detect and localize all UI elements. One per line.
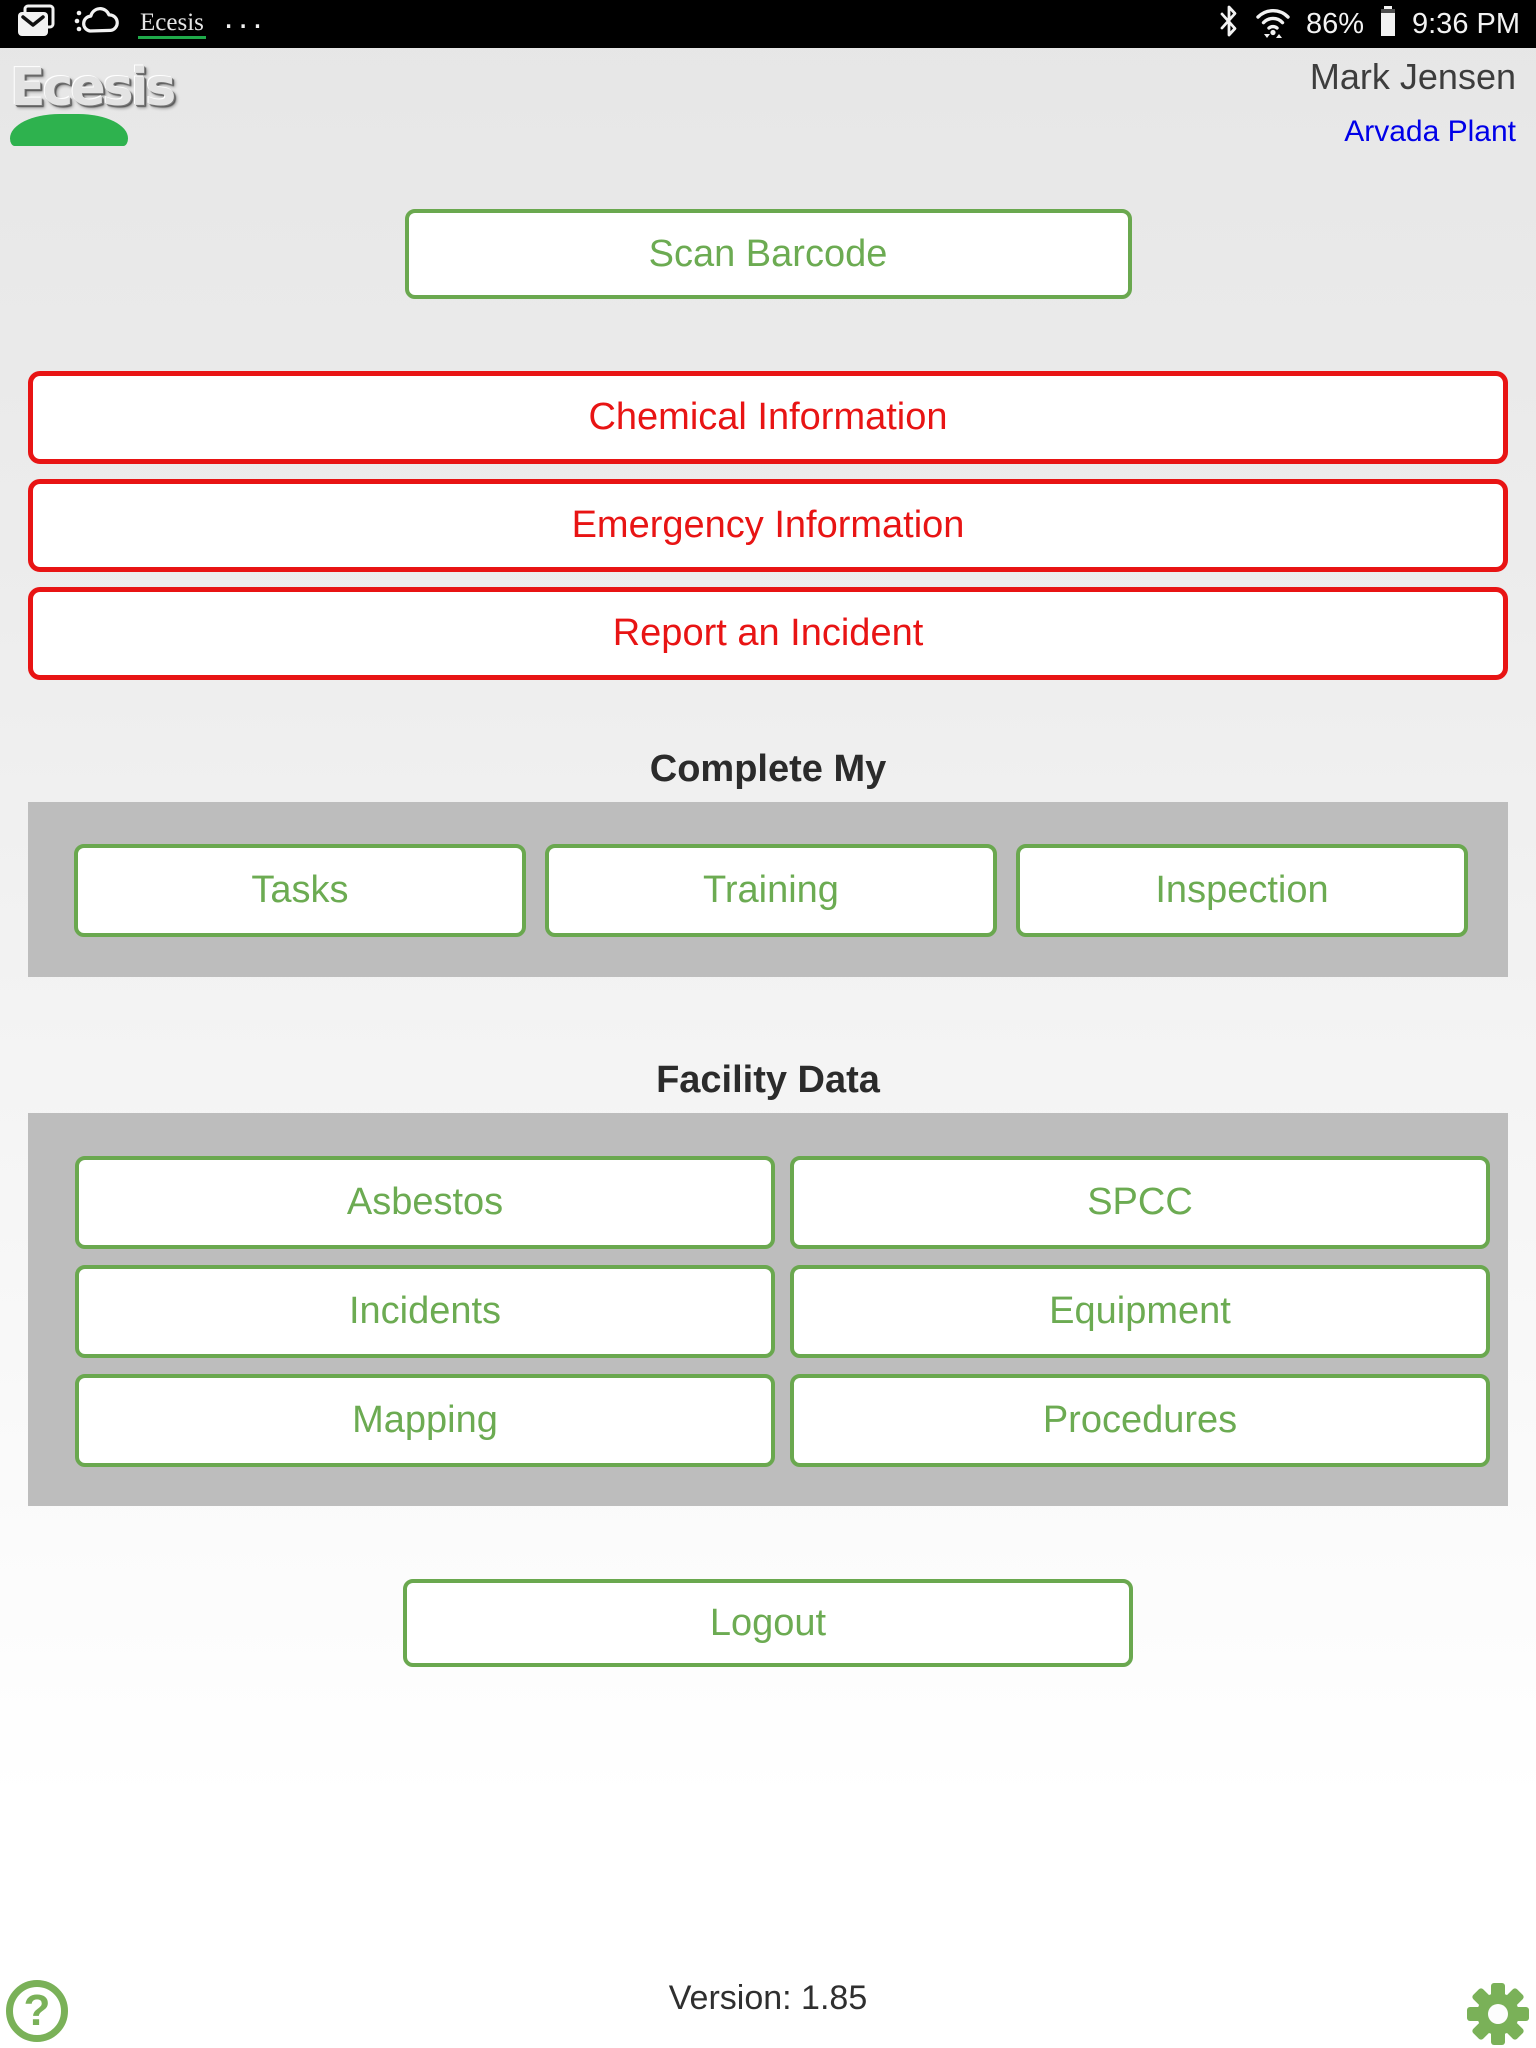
logo-text: Ecesis — [10, 58, 176, 118]
footer: ? Version: 1.85 — [0, 1928, 1536, 2048]
cloud-icon — [74, 4, 120, 45]
user-name: Mark Jensen — [1309, 56, 1516, 97]
facility-data-panel: Asbestos SPCC Incidents Equipment Mappin… — [28, 1113, 1508, 1506]
mail-icon — [16, 4, 56, 45]
clock-label: 9:36 PM — [1412, 7, 1520, 40]
chemical-information-button[interactable]: Chemical Information — [28, 371, 1508, 464]
asbestos-button[interactable]: Asbestos — [75, 1156, 775, 1249]
emergency-actions: Chemical Information Emergency Informati… — [0, 371, 1536, 680]
wifi-icon — [1254, 4, 1292, 45]
help-icon[interactable]: ? — [6, 1980, 68, 2042]
version-label: Version: 1.85 — [668, 1979, 868, 2017]
procedures-button[interactable]: Procedures — [790, 1374, 1490, 1467]
equipment-button[interactable]: Equipment — [790, 1265, 1490, 1358]
training-button[interactable]: Training — [545, 844, 997, 937]
mapping-button[interactable]: Mapping — [75, 1374, 775, 1467]
scan-barcode-button[interactable]: Scan Barcode — [404, 209, 1132, 299]
status-bar-system: 86% 9:36 PM — [1218, 4, 1520, 45]
inspection-button[interactable]: Inspection — [1016, 844, 1468, 937]
tasks-button[interactable]: Tasks — [74, 844, 526, 937]
facility-link[interactable]: Arvada Plant — [1344, 115, 1516, 149]
complete-my-heading: Complete My — [649, 748, 887, 790]
emergency-information-button[interactable]: Emergency Information — [28, 479, 1508, 572]
battery-percent-label: 86% — [1305, 7, 1364, 40]
bluetooth-icon — [1218, 4, 1240, 45]
status-bar-notifications: Ecesis ... — [16, 0, 1218, 45]
spcc-button[interactable]: SPCC — [790, 1156, 1490, 1249]
ecesis-notification-icon: Ecesis — [138, 10, 206, 39]
facility-data-heading: Facility Data — [656, 1059, 880, 1101]
battery-icon — [1378, 4, 1398, 45]
user-block: Mark Jensen Arvada Plant — [1310, 56, 1516, 149]
app-header: Ecesis Mark Jensen Arvada Plant — [0, 48, 1536, 162]
logo-grass-shape — [10, 114, 128, 146]
gear-icon[interactable] — [1466, 1982, 1530, 2046]
status-bar: Ecesis ... 86% 9:36 — [0, 0, 1536, 48]
logout-button[interactable]: Logout — [403, 1579, 1133, 1667]
report-an-incident-button[interactable]: Report an Incident — [28, 587, 1508, 680]
incidents-button[interactable]: Incidents — [75, 1265, 775, 1358]
more-notifications-dots: ... — [223, 0, 268, 37]
complete-my-panel: Tasks Training Inspection — [28, 802, 1508, 977]
ecesis-logo: Ecesis — [8, 56, 176, 148]
